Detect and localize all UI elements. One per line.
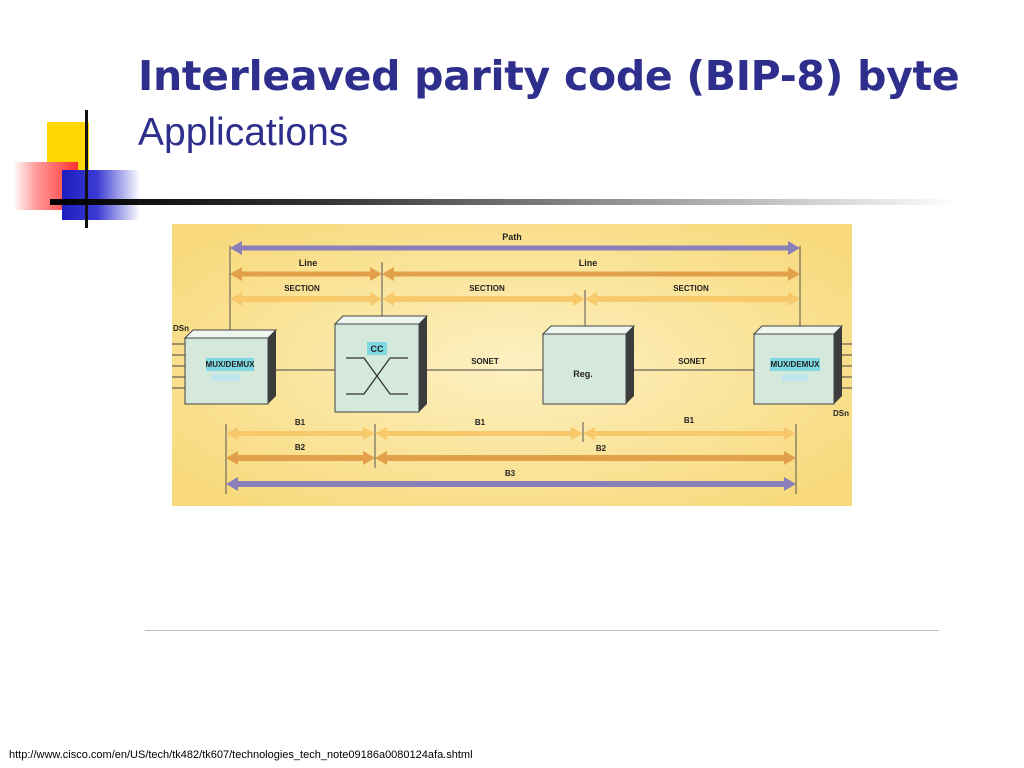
path-label: Path [502,232,522,242]
sonet-1-label: SONET [471,357,499,366]
footer-divider [145,630,939,631]
section-2-label: SECTION [469,284,505,293]
regenerator-node: Reg. [541,325,636,405]
line-arrow-right [382,267,800,281]
drop-lines [229,246,801,332]
b1-arrow-right [583,427,796,440]
b2-right-label: B2 [596,444,607,453]
dsn-right-label: DSn [833,409,849,418]
mux-left-label: MUX/DEMUX [206,360,256,369]
b2-arrow-right [375,451,796,465]
b3-label: B3 [505,469,516,478]
b1-middle-label: B1 [475,418,486,427]
bottom-ticks [225,422,797,494]
tributary-lines-right [842,343,852,389]
dsn-left-label: DSn [173,324,189,333]
line-arrow-left [230,267,382,281]
mux-demux-left-node: MUX/DEMUX [183,329,278,405]
logo-vertical-line [85,110,88,228]
sonet-2-label: SONET [678,357,706,366]
page-title: Interleaved parity code (BIP-8) byte [138,52,960,100]
cc-label: CC [371,344,384,354]
title-divider [50,199,960,205]
mux-demux-right-node: MUX/DEMUX [752,325,844,405]
line-left-label: Line [299,258,318,268]
b3-arrow [226,477,796,491]
cc-node: CC [333,315,429,413]
cross-connect-icon [346,357,408,395]
section-arrow-3 [585,292,800,306]
sonet-bip8-diagram: Path Line Line SECTION SECTION [172,224,852,506]
line-right-label: Line [579,258,598,268]
section-arrow-1 [230,292,382,306]
logo-decoration [0,110,150,230]
b1-arrow-left [226,427,375,440]
path-arrow [230,241,800,255]
logo-blue-square [62,170,140,220]
b2-left-label: B2 [295,443,306,452]
page-subtitle: Applications [138,111,349,154]
section-1-label: SECTION [284,284,320,293]
b2-arrow-left [226,451,375,465]
tributary-lines-left [172,343,185,389]
mux-right-label: MUX/DEMUX [771,360,821,369]
source-url[interactable]: http://www.cisco.com/en/US/tech/tk482/tk… [9,749,473,761]
section-arrow-2 [382,292,585,306]
section-3-label: SECTION [673,284,709,293]
b1-right-label: B1 [684,416,695,425]
b1-arrow-middle [375,427,583,440]
b1-left-label: B1 [295,418,306,427]
reg-label: Reg. [573,369,593,379]
